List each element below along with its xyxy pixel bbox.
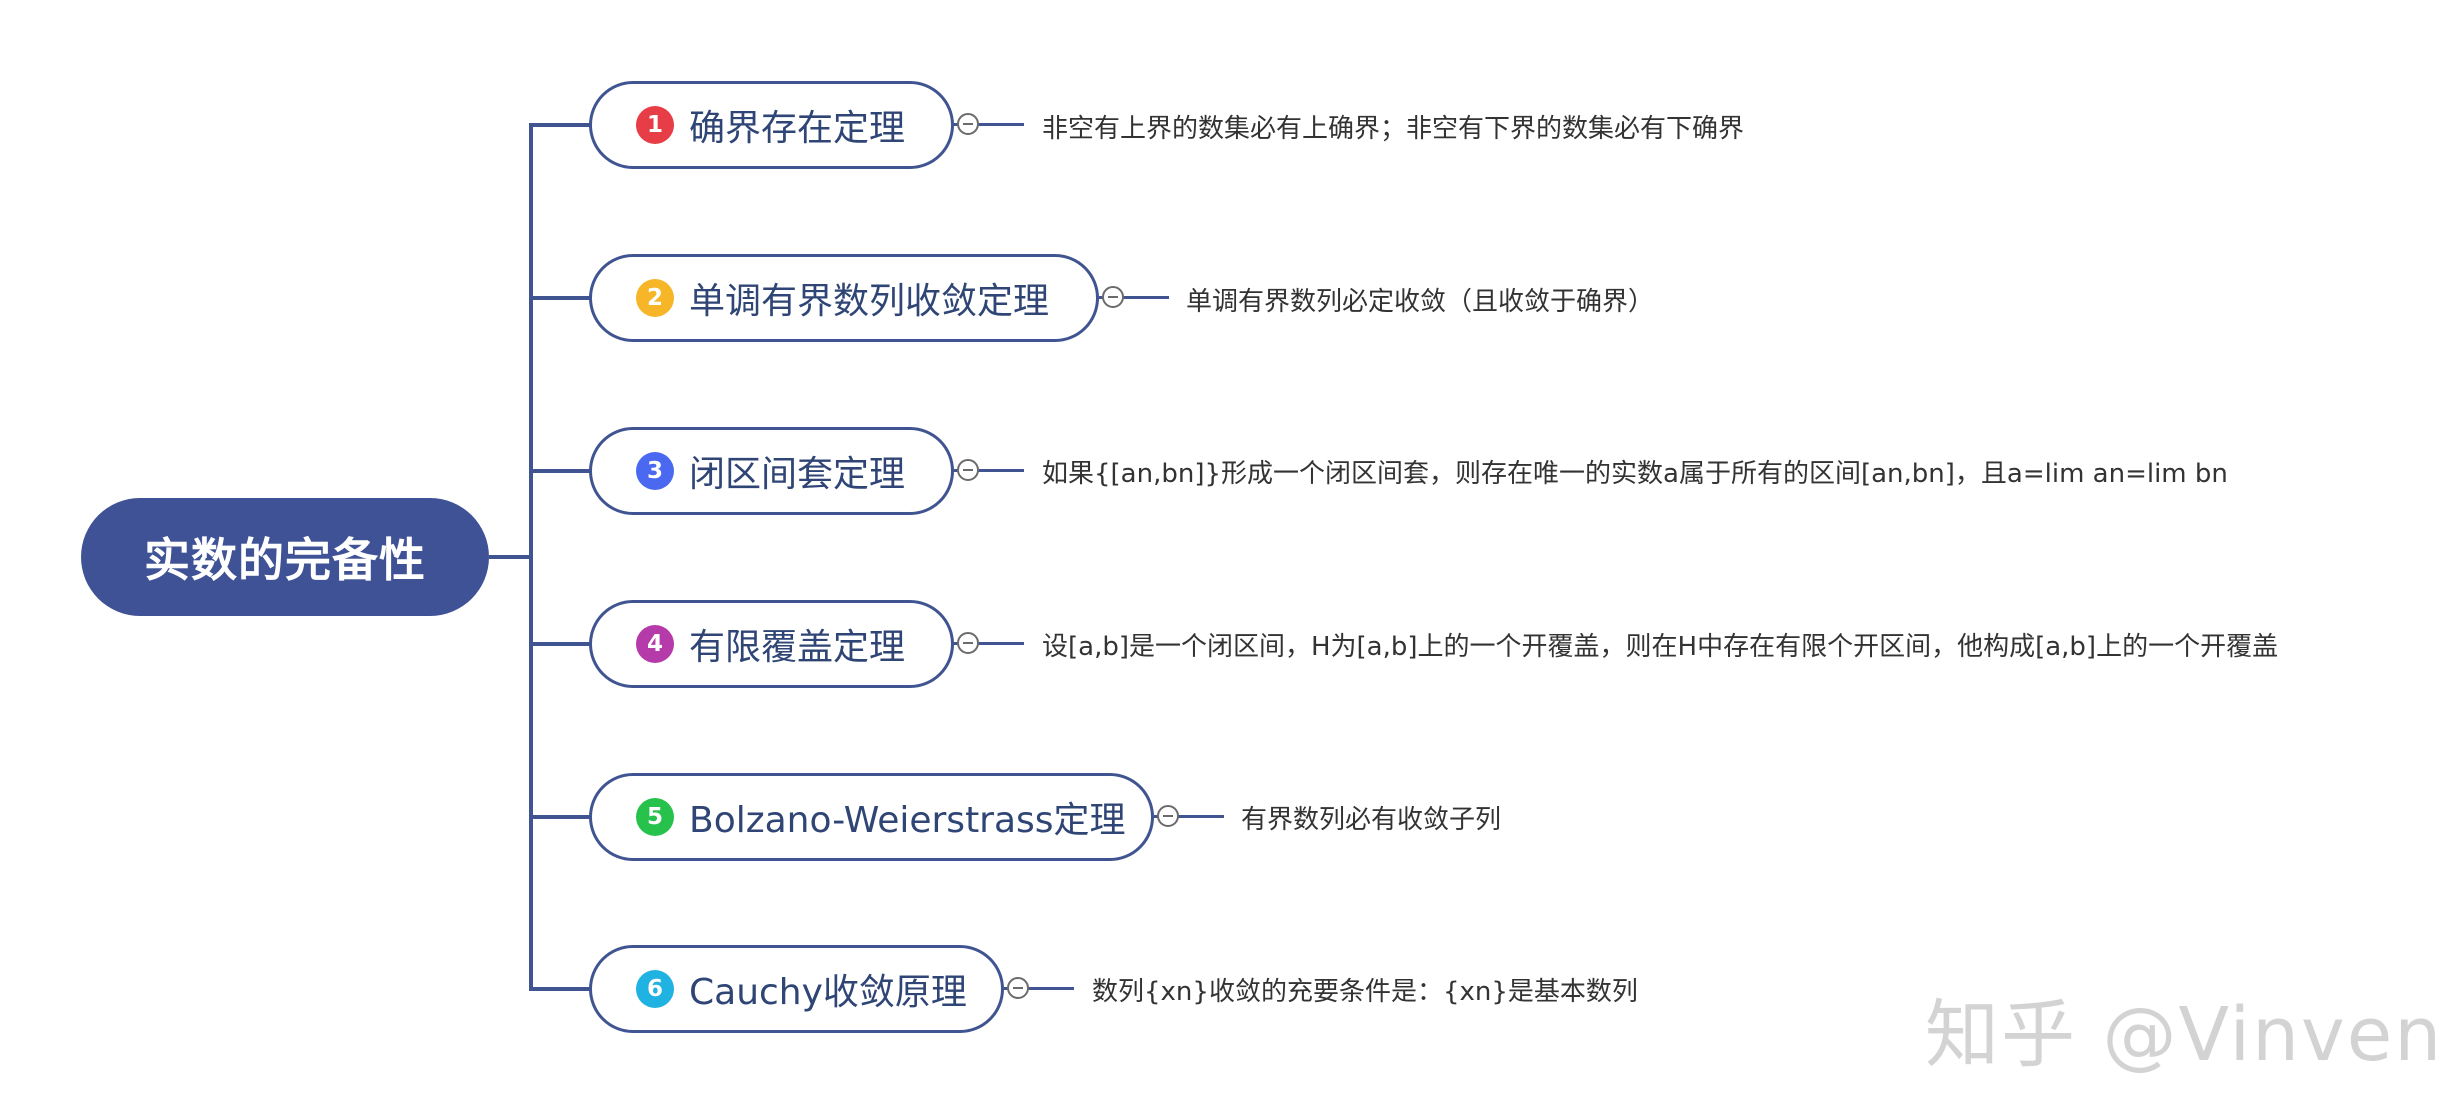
root-connector (489, 555, 531, 559)
topic-5[interactable]: 5 Bolzano-Weierstrass定理 (589, 773, 1154, 861)
topic-5-description: 有界数列必有收敛子列 (1241, 805, 1502, 835)
zhihu-watermark: 知乎 @Vinven (1925, 992, 2444, 1078)
topic-2-number-badge: 2 (636, 279, 674, 317)
topic-1-description: 非空有上界的数集必有上确界；非空有下界的数集必有下确界 (1042, 114, 1745, 144)
central-topic[interactable]: 实数的完备性 (81, 498, 489, 616)
topic-2[interactable]: 2 单调有界数列收敛定理 (589, 254, 1099, 342)
collapse-icon[interactable] (1007, 977, 1029, 999)
collapse-icon[interactable] (1157, 805, 1179, 827)
collapse-icon[interactable] (957, 113, 979, 135)
topic-6-description: 数列{xn}收敛的充要条件是：{xn}是基本数列 (1092, 977, 1638, 1007)
collapse-icon[interactable] (957, 459, 979, 481)
desc-connector-6 (1004, 987, 1074, 990)
topic-1[interactable]: 1 确界存在定理 (589, 81, 954, 169)
topic-4[interactable]: 4 有限覆盖定理 (589, 600, 954, 688)
topic-2-label: 单调有界数列收敛定理 (689, 281, 1050, 322)
topic-4-description: 设[a,b]是一个闭区间，H为[a,b]上的一个开覆盖，则在H中存在有限个开区间… (1042, 632, 2279, 662)
branch-line-6 (529, 987, 591, 991)
desc-connector-4 (954, 642, 1024, 645)
topic-6-number-badge: 6 (636, 970, 674, 1008)
branch-line-5 (529, 815, 591, 819)
topic-3-label: 闭区间套定理 (689, 454, 906, 495)
branch-line-4 (529, 642, 591, 646)
desc-connector-5 (1154, 815, 1224, 818)
collapse-icon[interactable] (957, 632, 979, 654)
topic-2-description: 单调有界数列必定收敛（且收敛于确界） (1186, 287, 1655, 317)
desc-connector-2 (1099, 296, 1169, 299)
branch-line-3 (529, 469, 591, 473)
central-topic-label: 实数的完备性 (144, 533, 426, 587)
trunk-line (529, 123, 533, 991)
collapse-icon[interactable] (1102, 286, 1124, 308)
topic-6-label: Cauchy收敛原理 (689, 972, 967, 1013)
branch-line-2 (529, 296, 591, 300)
topic-3[interactable]: 3 闭区间套定理 (589, 427, 954, 515)
desc-connector-3 (954, 469, 1024, 472)
topic-6[interactable]: 6 Cauchy收敛原理 (589, 945, 1004, 1033)
topic-4-label: 有限覆盖定理 (689, 627, 906, 668)
topic-3-description: 如果{[an,bn]}形成一个闭区间套，则存在唯一的实数a属于所有的区间[an,… (1042, 459, 2228, 489)
branch-line-1 (529, 123, 591, 127)
topic-1-label: 确界存在定理 (689, 108, 906, 149)
topic-3-number-badge: 3 (636, 452, 674, 490)
topic-5-label: Bolzano-Weierstrass定理 (689, 800, 1126, 841)
topic-5-number-badge: 5 (636, 798, 674, 836)
desc-connector-1 (954, 123, 1024, 126)
topic-4-number-badge: 4 (636, 625, 674, 663)
topic-1-number-badge: 1 (636, 106, 674, 144)
